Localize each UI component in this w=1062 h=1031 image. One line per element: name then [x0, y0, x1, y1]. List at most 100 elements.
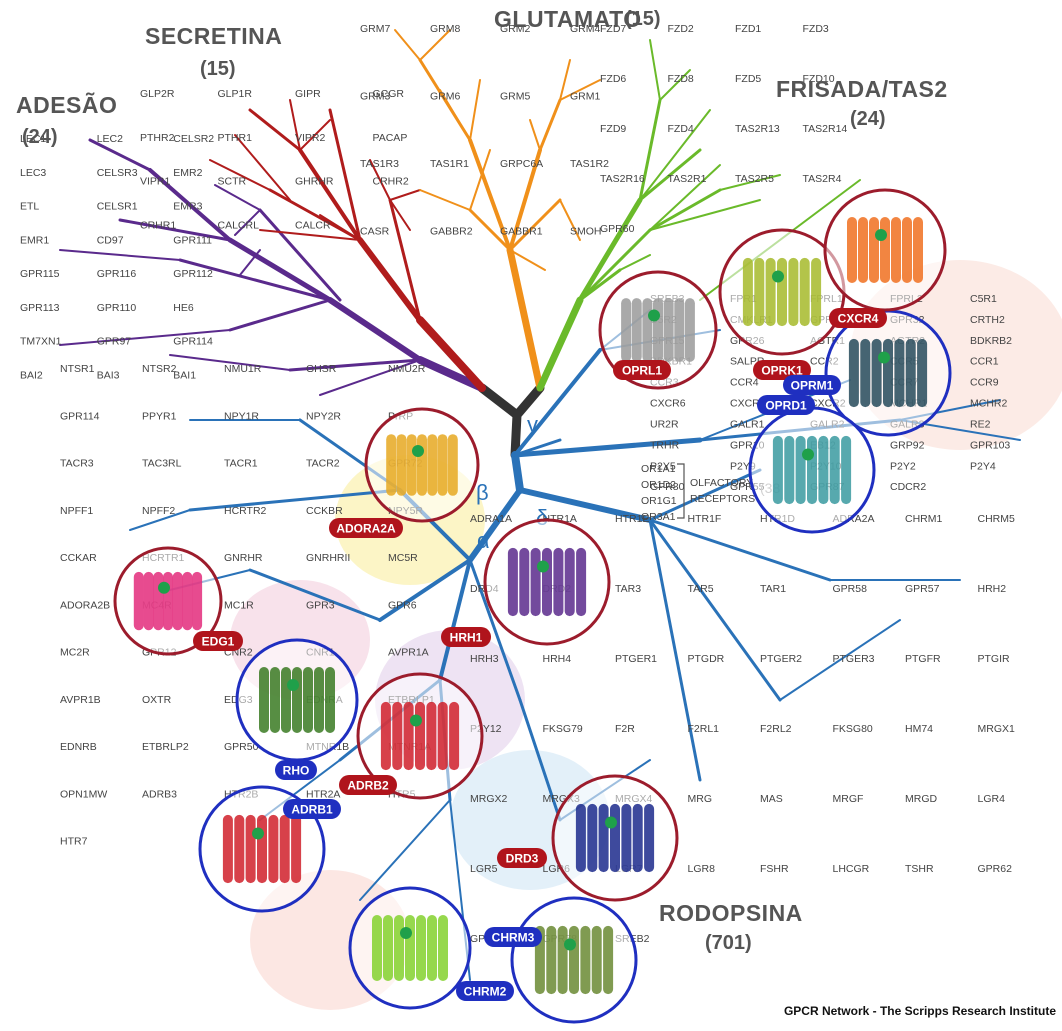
structure-badge: [497, 848, 547, 868]
leaf-label-gpr50: GPR50: [224, 741, 259, 753]
leaf-label-hrh2: HRH2: [978, 583, 1007, 595]
leaf-label-ccr4: CCR4: [730, 377, 759, 389]
olfactory-label-1: OLFACTORY: [690, 477, 753, 489]
leaf-label-grm8: GRM8: [430, 23, 460, 35]
ligand-marker: [252, 827, 264, 840]
protein-helix: [742, 257, 753, 327]
leaf-label-oxtr: OXTR: [142, 694, 172, 706]
family-title-glutamate: GLUTAMATO: [494, 6, 642, 32]
protein-helix: [281, 667, 291, 733]
leaf-label-fzd5: FZD5: [735, 73, 761, 85]
leaf-label-mrgf: MRGF: [833, 793, 864, 805]
branch-frizzled-7: [639, 109, 711, 201]
branch-glutamate-2: [468, 138, 512, 252]
leaf-label-grm4: GRM4: [570, 23, 600, 35]
branch-frizzled-1: [536, 296, 584, 392]
branch-glutamate-14: [419, 189, 471, 211]
leaf-label-gpr114: GPR114: [173, 336, 213, 348]
leaf-label-lhcgr: LHCGR: [833, 863, 870, 875]
branch-adhesion-5: [88, 138, 152, 172]
leaf-label-f2rl2: F2RL2: [760, 723, 792, 735]
leaf-label-grm1: GRM1: [570, 91, 600, 103]
structure-badge: [329, 518, 403, 538]
leaf-label-ppyr1: PPYR1: [142, 410, 177, 422]
leaf-label-htr2a: HTR2A: [306, 789, 340, 801]
protein-helix: [632, 803, 643, 873]
leaf-label-glp1r: GLP1R: [218, 88, 253, 100]
protein-helix: [880, 217, 890, 283]
protein-helix: [829, 435, 840, 505]
greek-beta: β: [476, 480, 489, 505]
olfactory-or1a1: OR1A1: [641, 463, 676, 475]
protein-helix: [891, 217, 901, 283]
leaf-label-p2y4: P2Y4: [970, 460, 996, 472]
structure-cxcr4: CXCR4: [823, 188, 947, 328]
structure-badge: [829, 308, 887, 328]
leaf-label-re2: RE2: [970, 419, 991, 431]
branch-rhodopsin-9: [378, 558, 472, 622]
protein-helix: [860, 338, 871, 408]
structure-badge: [441, 627, 491, 647]
structure-badge: [613, 360, 671, 380]
branch-frizzled-8: [578, 228, 652, 302]
leaf-label-fzd2: FZD2: [668, 23, 694, 35]
branch-glutamate-5: [419, 29, 451, 61]
protein-helix: [621, 298, 632, 362]
protein-helix: [765, 257, 776, 327]
family-count-frizzled: (24): [850, 108, 886, 130]
leaf-label-ptgir: PTGIR: [978, 653, 1011, 665]
protein-helix: [663, 298, 674, 362]
structure-label-hrh1: HRH1: [450, 631, 483, 645]
branch-adhesion-12: [169, 354, 291, 371]
branch-glutamate-16: [559, 199, 581, 241]
protein-helix: [303, 667, 313, 733]
leaf-label-ccr1: CCR1: [970, 356, 999, 368]
leaf-label-celsr2: CELSR2: [173, 133, 214, 145]
ligand-marker: [605, 816, 617, 829]
protein-helix: [587, 803, 598, 873]
leaf-label-ptgfr: PTGFR: [905, 653, 941, 665]
leaf-label-npff2: NPFF2: [142, 505, 175, 517]
structure-label-adrb2: ADRB2: [347, 779, 389, 793]
structure-label-oprd1: OPRD1: [765, 399, 807, 413]
leaf-label-vipr1: VIPR1: [140, 176, 171, 188]
structure-label-cxcr4: CXCR4: [838, 312, 879, 326]
branch-frizzled-3: [638, 98, 662, 202]
protein-helix: [557, 925, 568, 995]
structure-adrb2: ADRB2: [339, 672, 484, 800]
leaf-label-pthr2: PTHR2: [140, 132, 175, 144]
protein-helix: [292, 667, 302, 733]
branch-secretin-16: [234, 134, 291, 201]
branch-rhodopsin-16: [468, 558, 522, 702]
structure-badge: [275, 760, 317, 780]
ligand-marker: [564, 938, 576, 951]
leaf-label-cckbr: CCKBR: [306, 505, 343, 517]
protein-helix: [417, 434, 427, 496]
branch-secretin-2: [357, 237, 423, 323]
leaf-label-gpr116: GPR116: [97, 268, 137, 280]
branch-glutamate-13: [468, 208, 512, 252]
protein-helix: [530, 547, 541, 617]
branch-glutamate-18: [469, 149, 491, 211]
leaf-label-trhr: TRHR: [650, 439, 680, 451]
leaf-label-tas2r13: TAS2R13: [735, 123, 780, 135]
branch-frizzled-2: [577, 197, 643, 303]
leaf-label-pthr1: PTHR1: [218, 132, 253, 144]
structure-label-oprl1: OPRL1: [622, 364, 662, 378]
leaf-label-htr1e: HTR1E: [615, 513, 649, 525]
tree-trunk: [477, 383, 545, 460]
leaf-label-grp92: GRP92: [890, 439, 925, 451]
branch-adhesion-1: [416, 356, 486, 392]
branch-adhesion-15: [214, 184, 261, 211]
leaf-label-gnrhr: GNRHR: [224, 552, 263, 564]
branch-rhodopsin-8: [188, 488, 402, 512]
structure-label-chrm2: CHRM2: [464, 985, 507, 999]
leaf-label-tas1r2: TAS1R2: [570, 158, 609, 170]
leaf-label-ptger3: PTGER3: [833, 653, 875, 665]
branch-frizzled-10: [719, 174, 781, 191]
structure-label-adora2a: ADORA2A: [336, 522, 396, 536]
leaf-label-tas2r5: TAS2R5: [735, 173, 774, 185]
protein-helix: [234, 814, 245, 884]
leaf-label-lgr5: LGR5: [470, 863, 498, 875]
leaf-label-ghsr: GHSR: [306, 363, 337, 375]
